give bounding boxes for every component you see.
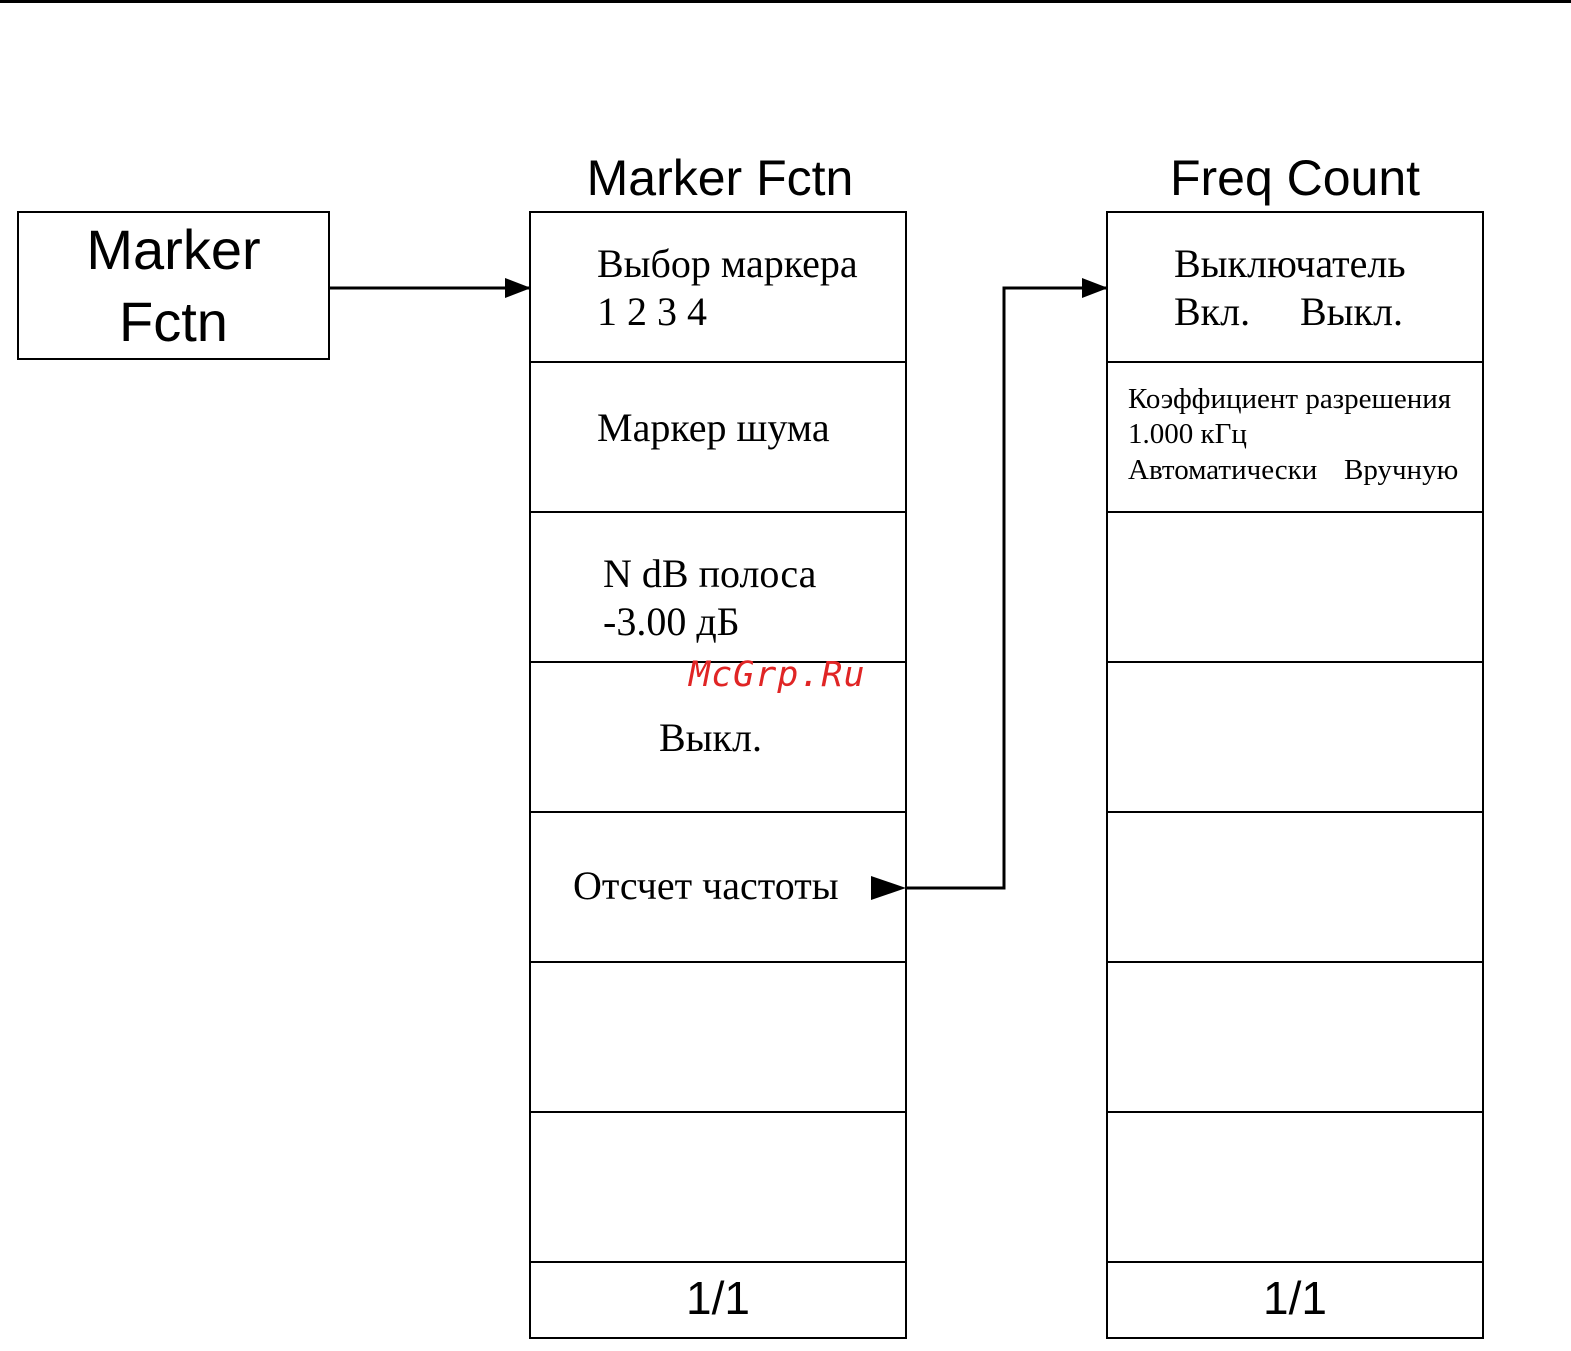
- option-manual: Вручную: [1344, 453, 1458, 487]
- softkey-label: Отсчет частоты: [573, 863, 839, 909]
- marker-fctn-menu-title: Marker Fctn: [531, 150, 909, 206]
- softkey-value: -3.00 дБ: [603, 599, 740, 645]
- softkey-options: 1 2 3 4: [597, 289, 707, 335]
- freq-count-menu-title: Freq Count: [1106, 150, 1484, 206]
- softkey-marker-select[interactable]: Выбор маркера 1 2 3 4: [531, 213, 905, 363]
- softkey-empty[interactable]: [531, 963, 905, 1113]
- softkey-empty[interactable]: [1108, 963, 1482, 1113]
- softkey-empty[interactable]: [531, 1113, 905, 1263]
- softkey-empty[interactable]: [1108, 1113, 1482, 1263]
- softkey-freq-count[interactable]: Отсчет частоты: [531, 813, 905, 963]
- option-off: Выкл.: [1300, 289, 1403, 335]
- top-border-line: [0, 0, 1571, 3]
- key-label-line1: Marker: [86, 214, 260, 286]
- softkey-label: Коэффициент разрешения: [1128, 382, 1451, 416]
- key-label-line2: Fctn: [119, 286, 228, 358]
- softkey-value: 1.000 кГц: [1128, 417, 1247, 451]
- watermark: McGrp.Ru: [689, 655, 866, 695]
- marker-fctn-key[interactable]: Marker Fctn: [17, 211, 330, 360]
- softkey-freq-count-switch[interactable]: Выключатель Вкл. Выкл.: [1108, 213, 1482, 363]
- softkey-noise-marker[interactable]: Маркер шума: [531, 363, 905, 513]
- softkey-empty[interactable]: [1108, 813, 1482, 963]
- option-auto: Автоматически: [1128, 453, 1317, 487]
- softkey-resolution[interactable]: Коэффициент разрешения 1.000 кГц Автомат…: [1108, 363, 1482, 513]
- softkey-empty[interactable]: [1108, 663, 1482, 813]
- arrow-freq-count-to-submenu: [906, 288, 1108, 888]
- option-on: Вкл.: [1174, 289, 1250, 335]
- softkey-empty[interactable]: [1108, 513, 1482, 663]
- marker-fctn-menu: Выбор маркера 1 2 3 4 Маркер шума N dB п…: [529, 211, 907, 1339]
- softkey-label: Выкл.: [659, 715, 762, 761]
- softkey-n-db-bandwidth[interactable]: N dB полоса -3.00 дБ: [531, 513, 905, 663]
- softkey-label: N dB полоса: [603, 551, 816, 597]
- softkey-label: Маркер шума: [597, 405, 830, 451]
- freq-count-menu: Выключатель Вкл. Выкл. Коэффициент разре…: [1106, 211, 1484, 1339]
- menu-page-indicator: 1/1: [531, 1263, 905, 1337]
- softkey-label: Выбор маркера: [597, 241, 858, 287]
- menu-page-indicator: 1/1: [1108, 1263, 1482, 1337]
- softkey-label: Выключатель: [1174, 241, 1406, 287]
